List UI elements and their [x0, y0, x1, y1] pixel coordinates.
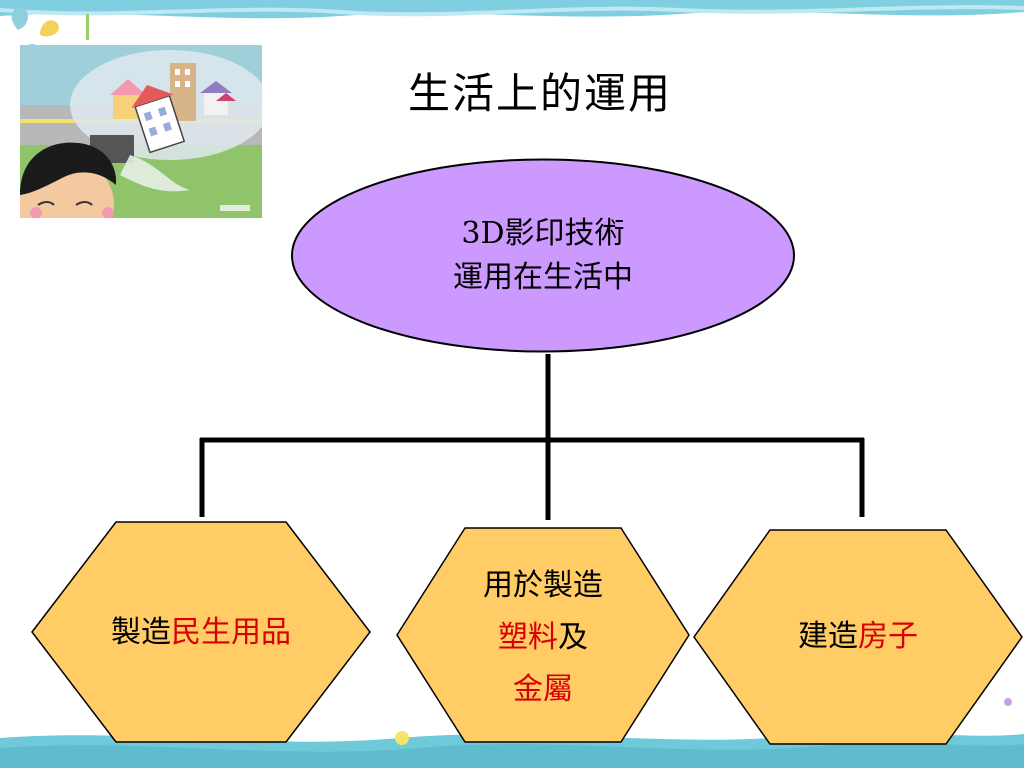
root-node-line1: 3D影印技術: [461, 216, 625, 251]
node-text-black: 及: [558, 620, 588, 655]
slide-title: 生活上的運用: [407, 69, 672, 118]
node-line1: 用於製造: [483, 568, 603, 603]
hex-node-plastic-metal: [396, 527, 690, 743]
root-node-line2: 運用在生活中: [453, 260, 633, 295]
root-node-ellipse: [291, 158, 795, 353]
bubble-decoration: [968, 717, 982, 731]
top-wave-highlight: [0, 5, 1024, 17]
top-wave: [0, 0, 1024, 19]
node-text-black: 製造: [111, 615, 171, 650]
node-text-black: 建造: [798, 619, 858, 654]
hex-node-houses-text: 建造房子: [692, 612, 1024, 662]
3d-printing-city-illustration: [20, 45, 262, 218]
hex-node-daily-goods: [31, 521, 371, 743]
hex-node-houses: [693, 529, 1023, 745]
bottom-wave-dark: [0, 743, 1024, 768]
node-text-highlight: 金屬: [513, 672, 573, 707]
bubble-decoration: [1004, 698, 1012, 706]
node-text-highlight: 房子: [858, 619, 918, 654]
bubble-decoration: [395, 731, 409, 745]
root-node-text: 3D影印技術 運用在生活中: [290, 212, 796, 300]
node-text-highlight: 塑料: [498, 620, 558, 655]
node-text-highlight: 民生用品: [171, 615, 291, 650]
hex-node-plastic-metal-text: 用於製造 塑料及 金屬: [395, 560, 691, 716]
bubble-decoration: [50, 710, 70, 730]
hex-node-daily-goods-text: 製造民生用品: [30, 608, 372, 658]
